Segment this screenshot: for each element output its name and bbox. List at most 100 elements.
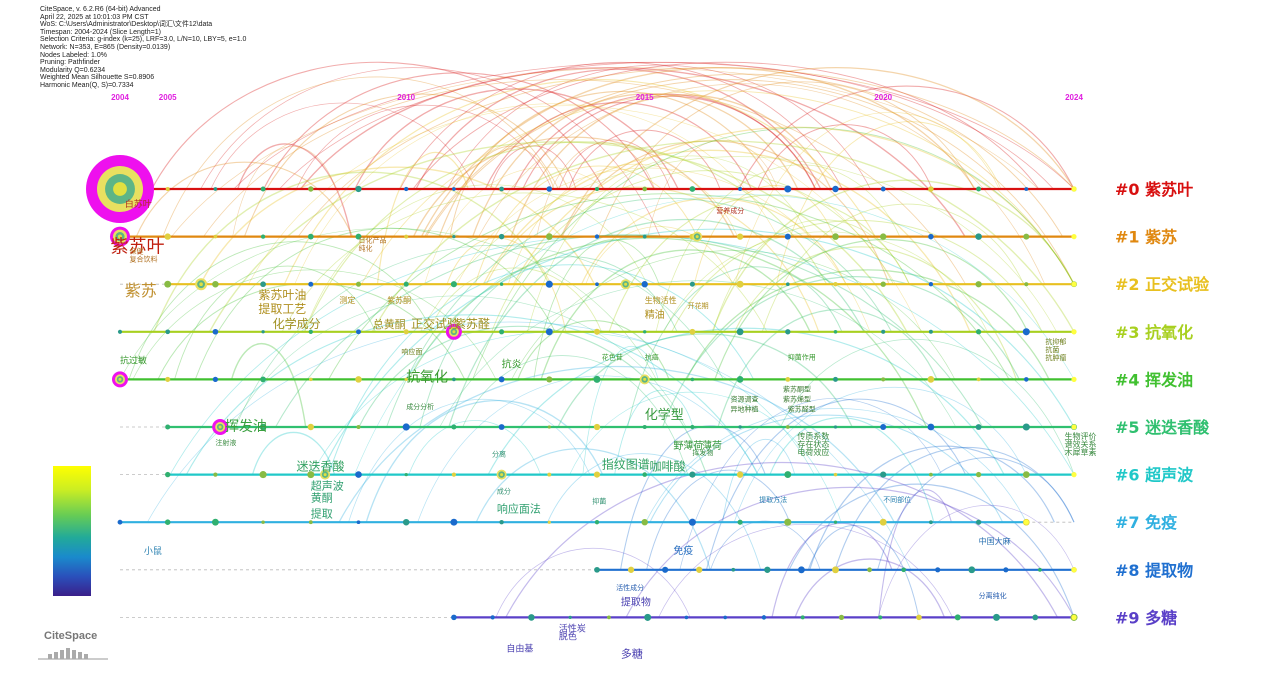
- keyword-label: 纯化: [359, 244, 373, 253]
- citation-arc: [365, 400, 604, 523]
- keyword-node: [975, 471, 982, 478]
- keyword-label: 提取工艺: [258, 301, 306, 316]
- citation-arc: [711, 179, 1075, 333]
- citation-arc: [794, 558, 946, 618]
- keyword-node: [594, 566, 600, 573]
- citation-arc: [328, 193, 1010, 380]
- cluster-label[interactable]: #7 免疫: [1115, 513, 1177, 532]
- keyword-label: 存在状态: [797, 439, 829, 449]
- keyword-label: 抗菌: [1045, 345, 1059, 354]
- keyword-node: [451, 472, 456, 477]
- citation-arc: [627, 266, 843, 428]
- keyword-node: [785, 377, 791, 382]
- keyword-node: [594, 520, 600, 525]
- keyword-label: 提取物: [621, 595, 651, 608]
- keyword-node: [164, 519, 171, 525]
- keyword-label: 挥发油: [225, 419, 267, 435]
- keyword-node: [992, 613, 1001, 621]
- keyword-node: [211, 518, 219, 526]
- keyword-label: 响应面法: [497, 502, 541, 516]
- citation-arc: [646, 469, 791, 570]
- cluster-label[interactable]: #4 挥发油: [1115, 370, 1193, 389]
- keyword-node: [1024, 187, 1029, 191]
- keyword-node: [308, 329, 313, 334]
- keyword-label: 咖啡酸: [649, 459, 685, 474]
- info-line: Harmonic Mean(Q, S)=0.7334: [40, 81, 134, 89]
- cluster-label[interactable]: #5 迷迭香酸: [1115, 418, 1210, 437]
- keyword-node: [499, 520, 504, 525]
- citation-arc: [237, 143, 352, 237]
- keyword-node: [1071, 567, 1077, 573]
- cluster-label[interactable]: #2 正交试验: [1115, 275, 1210, 294]
- keyword-node: [498, 233, 505, 240]
- cluster-line-layer: [120, 187, 1074, 619]
- keyword-node: [260, 281, 266, 288]
- keyword-node: [307, 423, 315, 431]
- citation-arc: [203, 79, 966, 285]
- keyword-label: 挥发物: [692, 448, 713, 457]
- keyword-node: [355, 471, 362, 478]
- hub-node-center: [500, 473, 504, 477]
- hub-node-center: [452, 330, 456, 334]
- citation-arc: [425, 79, 1075, 285]
- keyword-node: [928, 329, 933, 334]
- citation-arc: [649, 414, 1004, 523]
- keyword-label: 抗癌: [645, 352, 659, 361]
- citation-arc: [210, 102, 476, 190]
- cluster-label[interactable]: #9 多糖: [1115, 608, 1177, 627]
- citation-arc: [304, 184, 648, 332]
- keyword-node: [1023, 519, 1029, 525]
- cluster-label[interactable]: #0 紫苏叶: [1115, 180, 1193, 199]
- keyword-label: 营养成分: [716, 206, 744, 215]
- citation-arc: [354, 88, 679, 190]
- citation-arc: [658, 523, 953, 618]
- keyword-node: [784, 471, 792, 479]
- citation-arc: [809, 445, 1055, 570]
- cluster-label[interactable]: #6 超声波: [1115, 466, 1194, 485]
- keyword-node: [968, 566, 976, 574]
- keyword-node: [165, 186, 170, 192]
- keyword-node: [260, 234, 266, 239]
- keyword-node: [642, 186, 648, 192]
- citation-arc: [580, 197, 847, 285]
- keyword-node: [642, 425, 647, 429]
- citation-arc: [424, 166, 642, 285]
- keyword-node: [800, 615, 805, 620]
- keyword-node: [355, 281, 362, 287]
- year-tick-label: 2020: [874, 93, 892, 102]
- keyword-node: [307, 233, 314, 240]
- keyword-node: [627, 566, 635, 573]
- keyword-label: 活性成分: [616, 583, 644, 592]
- keyword-label: 化学型: [645, 407, 684, 423]
- cluster-label[interactable]: #1 紫苏: [1115, 228, 1177, 247]
- cluster-label[interactable]: #8 提取物: [1115, 561, 1193, 580]
- keyword-node: [689, 328, 696, 335]
- keyword-node: [690, 424, 695, 430]
- citation-arc: [547, 453, 762, 570]
- keyword-node: [545, 280, 553, 288]
- citation-arc: [482, 149, 971, 333]
- keyword-node: [450, 518, 458, 526]
- logo-text: CiteSpace: [44, 630, 98, 642]
- keyword-node: [213, 234, 218, 239]
- keyword-node: [546, 376, 553, 383]
- keyword-node: [499, 186, 504, 192]
- node-layer: [86, 155, 1078, 621]
- keyword-node: [356, 329, 361, 335]
- keyword-label: 脱色: [559, 630, 577, 642]
- keyword-node: [642, 234, 647, 239]
- keyword-node: [928, 282, 934, 287]
- cluster-label[interactable]: #3 抗氧化: [1115, 323, 1193, 342]
- keyword-node: [117, 329, 123, 334]
- keyword-node: [901, 567, 906, 573]
- info-panel: CiteSpace, v. 6.2.R6 (64-bit) Advanced A…: [40, 6, 246, 90]
- citation-arc: [296, 104, 553, 190]
- keyword-node: [641, 518, 648, 526]
- keyword-label: 成分: [497, 487, 511, 496]
- keyword-label: 紫苏酮型: [783, 384, 811, 393]
- keyword-node: [261, 520, 265, 524]
- keyword-node: [164, 233, 171, 240]
- info-line: Nodes Labeled: 1.0%: [40, 51, 107, 59]
- keyword-node: [867, 567, 872, 573]
- citation-arc: [533, 239, 660, 380]
